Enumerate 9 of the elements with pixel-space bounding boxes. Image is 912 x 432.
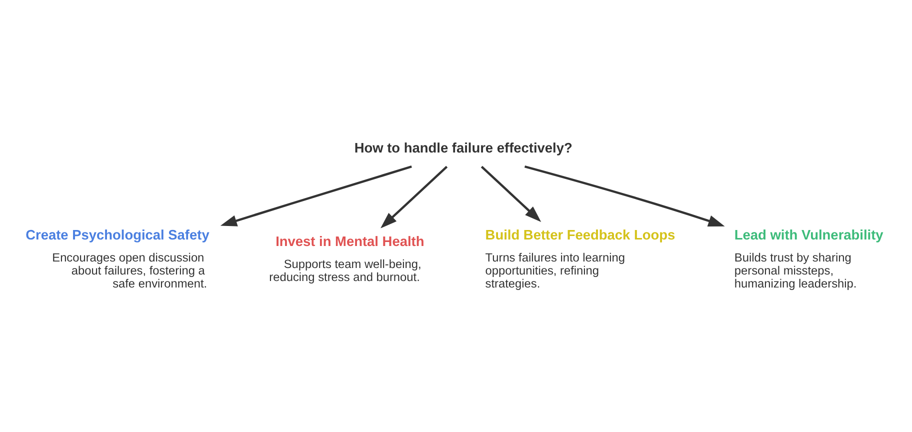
node-text: Build Better Feedback Loops Turns failures into learning opportunities, refining strategies. (485, 227, 676, 290)
arrow (480, 166, 542, 222)
node-text: Lead with Vulnerability Builds trust by sharing personal missteps, humanizing leadership. (734, 227, 884, 290)
node-text: How to handle failure effectively? (354, 140, 572, 156)
arrow (524, 165, 725, 226)
node-text: Create Psychological Safety Encourages open discussion about failures, fostering a safe environment. (26, 227, 210, 290)
node-text: Invest in Mental Health Supports team well-being, reducing stress and burnout. (269, 234, 424, 284)
arrow (220, 165, 412, 226)
arrow (380, 166, 448, 228)
